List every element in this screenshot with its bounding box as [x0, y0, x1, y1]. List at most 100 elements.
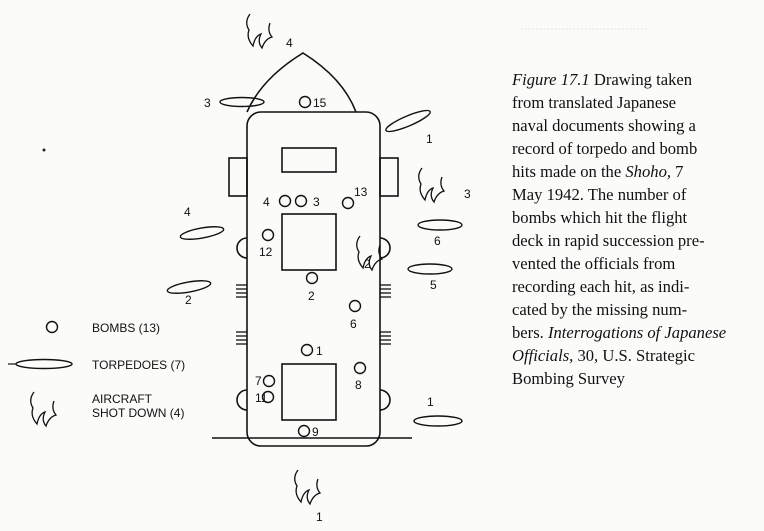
side-gun-mounts [236, 284, 391, 345]
caption-text: deck in rapid succession pre- [512, 231, 705, 250]
bomb-hit-label: 1 [316, 344, 323, 358]
caption-line: naval documents showing a [512, 114, 758, 137]
torpedo-hit-label: 6 [434, 234, 441, 248]
forward-elevator [281, 213, 337, 271]
ship-bow [246, 52, 357, 113]
caption-text: Drawing taken [589, 70, 693, 89]
legend-aircraft-label-1: AIRCRAFT [92, 392, 153, 406]
caption-line: vented the officials from [512, 252, 758, 275]
bleed-through-text: .................................. [520, 18, 648, 34]
caption-line: bombs which hit the flight [512, 206, 758, 229]
gun-tub [236, 237, 248, 259]
caption-text: May 1942. The number of [512, 185, 687, 204]
figure-caption: Figure 17.1 Drawing taken from translated… [512, 68, 758, 390]
caption-text: bombs which hit the flight [512, 208, 688, 227]
caption-line: cated by the missing num- [512, 298, 758, 321]
aft-elevator [281, 363, 337, 421]
bomb-hit-label: 2 [308, 289, 315, 303]
aircraft-shot-down-icon [418, 167, 446, 204]
torpedo-hit-marker [179, 226, 225, 240]
bomb-hit-label: 3 [313, 195, 320, 209]
caption-text: Officials, [512, 346, 574, 365]
torpedo-hit-label: 5 [430, 278, 437, 292]
bomb-hit-label: 7 [255, 374, 262, 388]
ship-bridge [281, 147, 337, 173]
caption-text: record of torpedo and bomb [512, 139, 698, 158]
torpedo-hit-label: 3 [204, 96, 211, 110]
ship-hull [246, 111, 381, 447]
bomb-hit-marker [261, 228, 275, 242]
aircraft-shot-down-icon [246, 13, 274, 50]
port-sponson [228, 157, 248, 197]
caption-text: hits made on the [512, 162, 626, 181]
caption-text: naval documents showing a [512, 116, 696, 135]
torpedo-hit-marker [166, 280, 212, 294]
bomb-hit-label: 12 [259, 245, 273, 259]
caption-text: cated by the missing num- [512, 300, 688, 319]
bomb-hit-label: 4 [263, 195, 270, 209]
caption-text: 30, U.S. Strategic [573, 346, 695, 365]
legend-bombs-label: BOMBS (13) [92, 321, 160, 335]
caption-line: Figure 17.1 Drawing taken [512, 68, 758, 91]
bomb-hit-label: 6 [350, 317, 357, 331]
bomb-hit-marker [294, 194, 308, 208]
caption-line: May 1942. The number of [512, 183, 758, 206]
aircraft-label: 3 [464, 187, 471, 201]
starboard-sponson [379, 157, 399, 197]
caption-text: Interrogations of Japanese [547, 323, 727, 342]
bomb-hit-label: 9 [312, 425, 319, 439]
bomb-hit-marker [305, 271, 319, 285]
bomb-hit-marker [298, 95, 312, 109]
torpedo-hit-label: 1 [427, 395, 434, 409]
bomb-hit-marker [261, 390, 275, 404]
gun-tub [236, 389, 248, 411]
torpedo-hit-marker [417, 219, 463, 231]
torpedo-hit-marker [385, 109, 431, 133]
legend-bomb-icon [45, 320, 59, 334]
caption-line: deck in rapid succession pre- [512, 229, 758, 252]
legend-aircraft-label-2: SHOT DOWN (4) [92, 406, 184, 420]
gun-tub [379, 389, 391, 411]
aircraft-shot-down-icon [294, 469, 322, 506]
legend-torpedo-icon [15, 358, 73, 370]
bomb-hit-marker [262, 374, 276, 388]
caption-text: vented the officials from [512, 254, 676, 273]
bomb-hit-marker [353, 361, 367, 375]
caption-line: recording each hit, as indi- [512, 275, 758, 298]
caption-line: hits made on the Shoho, 7 [512, 160, 758, 183]
ink-speck [42, 148, 46, 152]
caption-text: bers. [512, 323, 548, 342]
aircraft-label: 4 [286, 36, 293, 50]
caption-line: Bombing Survey [512, 367, 758, 390]
caption-text: Shoho, [625, 162, 672, 181]
bomb-hit-marker [300, 343, 314, 357]
caption-text: from translated Japanese [512, 93, 677, 112]
bomb-hit-marker [341, 196, 355, 210]
caption-line: bers. Interrogations of Japanese [512, 321, 758, 344]
aircraft-label: 2 [364, 257, 371, 271]
legend-torpedoes-label: TORPEDOES (7) [92, 358, 185, 372]
bomb-hit-label: 8 [355, 378, 362, 392]
torpedo-hit-marker [219, 96, 265, 108]
torpedo-hit-label: 4 [184, 205, 191, 219]
bomb-hit-label: 13 [354, 185, 368, 199]
caption-text: recording each hit, as indi- [512, 277, 690, 296]
caption-line: record of torpedo and bomb [512, 137, 758, 160]
aircraft-label: 1 [316, 510, 323, 524]
legend-aircraft-icon [30, 391, 58, 428]
gun-tub [379, 237, 391, 259]
caption-line: Officials, 30, U.S. Strategic [512, 344, 758, 367]
bomb-hit-marker [278, 194, 292, 208]
bomb-hit-label: 15 [313, 96, 327, 110]
legend: BOMBS (13) TORPEDOES (7) AIRCRAFT SHOT D… [8, 320, 185, 428]
torpedo-hit-label: 1 [426, 132, 433, 146]
bomb-hit-label: 11 [255, 391, 268, 405]
caption-line: from translated Japanese [512, 91, 758, 114]
torpedo-hit-label: 2 [185, 293, 192, 307]
torpedo-hit-marker [407, 263, 453, 275]
torpedo-hit-marker [413, 415, 463, 427]
aircraft-shot-down-icon [356, 235, 384, 272]
caption-text: Figure 17.1 [512, 70, 590, 89]
